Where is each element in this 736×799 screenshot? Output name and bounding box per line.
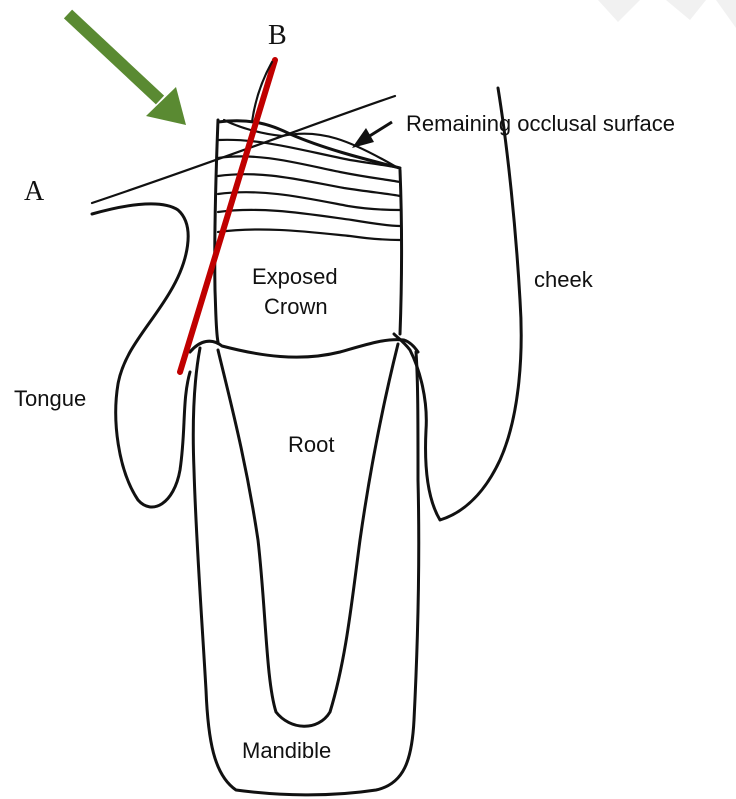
cheek-outline <box>394 88 521 520</box>
gum-line <box>190 340 418 358</box>
mandible-outline <box>193 348 419 795</box>
crown-left-wall <box>215 120 218 342</box>
corner-decoration <box>598 0 736 28</box>
line-a <box>92 96 395 203</box>
occlusal-pointer-arrow <box>352 122 392 148</box>
label-remaining-occlusal-surface: Remaining occlusal surface <box>406 111 675 136</box>
line-b <box>180 60 275 372</box>
tongue-outline <box>92 204 190 507</box>
label-tongue: Tongue <box>14 386 86 411</box>
label-crown: Crown <box>264 294 328 319</box>
label-exposed: Exposed <box>252 264 338 289</box>
green-arrow <box>68 14 186 125</box>
label-b: B <box>268 20 287 51</box>
label-mandible: Mandible <box>242 738 331 763</box>
label-cheek: cheek <box>534 267 594 292</box>
label-root: Root <box>288 432 334 457</box>
root-outline <box>218 344 398 726</box>
label-a: A <box>24 176 45 207</box>
crown-right-wall <box>400 170 402 334</box>
